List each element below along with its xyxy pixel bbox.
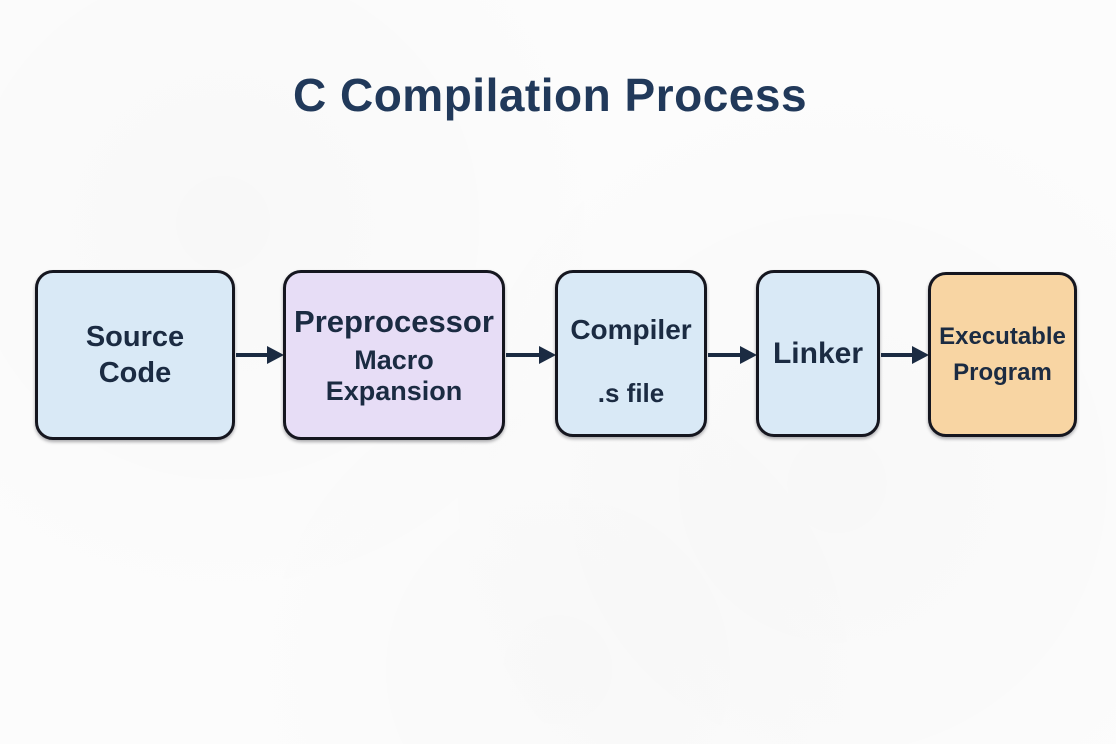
arrow-compiler-to-linker bbox=[708, 346, 757, 364]
arrowhead-icon bbox=[539, 346, 556, 364]
node-compiler: Compiler .s file bbox=[555, 270, 707, 437]
arrow-source-to-preprocessor bbox=[236, 346, 284, 364]
arrow-shaft bbox=[236, 353, 267, 357]
arrow-preprocessor-to-compiler bbox=[506, 346, 556, 364]
arrow-shaft bbox=[506, 353, 539, 357]
arrowhead-icon bbox=[740, 346, 757, 364]
node-compiler-label: Compiler bbox=[570, 313, 692, 345]
node-linker: Linker bbox=[756, 270, 880, 437]
page-title: C Compilation Process bbox=[292, 69, 808, 121]
node-compiler-sublabel: .s file bbox=[597, 377, 665, 408]
node-source-code: Source Code bbox=[35, 270, 235, 440]
arrow-linker-to-executable bbox=[881, 346, 929, 364]
node-executable-program-label: Executable Program bbox=[939, 322, 1066, 386]
node-executable-program: Executable Program bbox=[928, 272, 1077, 437]
node-preprocessor-sublabel: Macro Expansion bbox=[325, 344, 463, 406]
arrowhead-icon bbox=[267, 346, 284, 364]
arrowhead-icon bbox=[912, 346, 929, 364]
node-preprocessor-label: Preprocessor bbox=[294, 304, 494, 340]
arrow-shaft bbox=[708, 353, 740, 357]
node-source-code-label: Source Code bbox=[85, 320, 185, 389]
node-linker-label: Linker bbox=[772, 336, 864, 370]
arrow-shaft bbox=[881, 353, 912, 357]
node-preprocessor: Preprocessor Macro Expansion bbox=[283, 270, 505, 440]
